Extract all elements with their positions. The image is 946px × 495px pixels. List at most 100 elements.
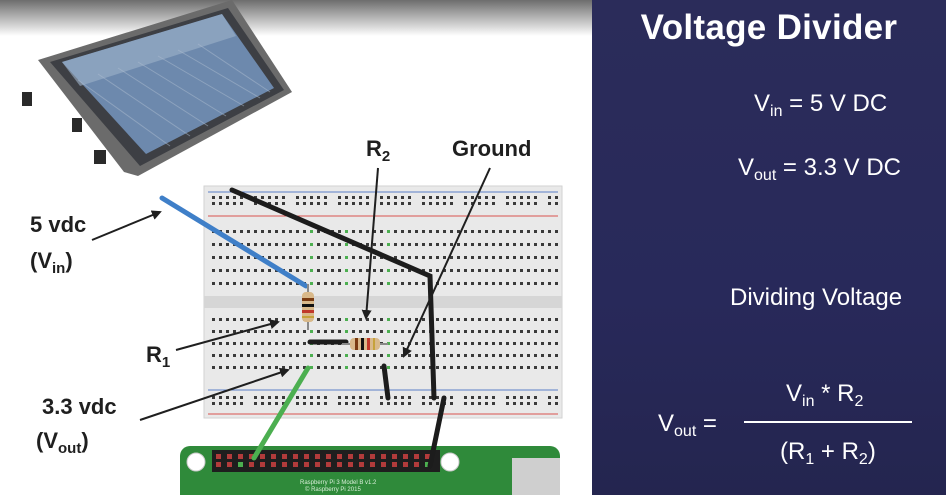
breadboard-hole [401, 243, 404, 246]
breadboard-hole [506, 342, 509, 345]
breadboard-hole [478, 330, 481, 333]
breadboard-hole [478, 318, 481, 321]
breadboard-hole [527, 354, 530, 357]
breadboard-hole [415, 366, 418, 369]
breadboard-hole [240, 402, 243, 405]
breadboard-hole [436, 269, 439, 272]
breadboard-hole [324, 366, 327, 369]
breadboard-hole [303, 330, 306, 333]
breadboard-hole [394, 318, 397, 321]
breadboard-hole [485, 342, 488, 345]
breadboard-hole [422, 366, 425, 369]
breadboard-hole [233, 396, 236, 399]
breadboard-hole [450, 256, 453, 259]
breadboard-hole [296, 230, 299, 233]
breadboard-hole [240, 342, 243, 345]
breadboard-hole [541, 282, 544, 285]
breadboard-hole [331, 354, 334, 357]
breadboard-hole [506, 256, 509, 259]
breadboard-hole [485, 366, 488, 369]
breadboard-hole [408, 269, 411, 272]
breadboard-hole [408, 354, 411, 357]
breadboard-hole [520, 402, 523, 405]
breadboard-hole [303, 243, 306, 246]
breadboard-hole [226, 396, 229, 399]
breadboard-hole [499, 354, 502, 357]
gpio-pin [425, 454, 430, 459]
gpio-pin [348, 454, 353, 459]
breadboard-hole [268, 230, 271, 233]
breadboard-hole [317, 256, 320, 259]
breadboard-hole [359, 282, 362, 285]
gpio-pin [359, 454, 364, 459]
breadboard-hole [408, 330, 411, 333]
breadboard-hole [212, 342, 215, 345]
wire-ground-link [381, 363, 391, 401]
breadboard-hole [520, 366, 523, 369]
breadboard-hole [492, 402, 495, 405]
breadboard-hole [527, 318, 530, 321]
breadboard-hole [506, 330, 509, 333]
breadboard-hole [226, 318, 229, 321]
breadboard-hole [240, 202, 243, 205]
gpio-pin [271, 462, 276, 467]
breadboard-hole [548, 318, 551, 321]
breadboard-hole [506, 354, 509, 357]
breadboard-hole [310, 256, 313, 259]
breadboard-hole [212, 396, 215, 399]
breadboard-hole [240, 366, 243, 369]
breadboard-hole [541, 330, 544, 333]
breadboard-hole [352, 202, 355, 205]
breadboard-hole [324, 243, 327, 246]
breadboard-hole [331, 318, 334, 321]
gpio-pin [271, 454, 276, 459]
breadboard-hole [485, 330, 488, 333]
pi-copyright-text: © Raspberry Pi 2015 [305, 486, 361, 493]
breadboard-hole [331, 330, 334, 333]
breadboard-hole [352, 396, 355, 399]
breadboard-hole [548, 366, 551, 369]
breadboard-hole [513, 366, 516, 369]
breadboard-hole [548, 196, 551, 199]
breadboard-hole [520, 396, 523, 399]
breadboard-hole [478, 354, 481, 357]
gpio-pin [304, 462, 309, 467]
formula-denominator: (R1 + R2) [780, 438, 876, 468]
breadboard-hole [436, 342, 439, 345]
solar-panel [22, 0, 292, 176]
breadboard-hole [268, 269, 271, 272]
breadboard-hole [233, 330, 236, 333]
breadboard-hole [401, 402, 404, 405]
breadboard-hole [373, 269, 376, 272]
breadboard-hole [338, 318, 341, 321]
breadboard-hole [471, 366, 474, 369]
breadboard-hole [212, 354, 215, 357]
breadboard-hole [443, 330, 446, 333]
breadboard-hole [513, 202, 516, 205]
breadboard-hole [233, 342, 236, 345]
breadboard-hole [219, 318, 222, 321]
breadboard-hole [429, 396, 432, 399]
breadboard-hole [541, 243, 544, 246]
breadboard-hole [527, 243, 530, 246]
breadboard-hole [324, 202, 327, 205]
breadboard-hole [303, 354, 306, 357]
gpio-pin [216, 454, 221, 459]
breadboard-hole [387, 402, 390, 405]
breadboard-hole [268, 396, 271, 399]
breadboard-hole [303, 366, 306, 369]
breadboard-hole [247, 282, 250, 285]
breadboard-hole [534, 282, 537, 285]
breadboard-hole [555, 366, 558, 369]
breadboard-hole [338, 330, 341, 333]
breadboard-hole [275, 256, 278, 259]
breadboard-hole [464, 196, 467, 199]
breadboard-hole [331, 243, 334, 246]
breadboard-hole [310, 269, 313, 272]
breadboard-hole [492, 342, 495, 345]
breadboard-hole [436, 366, 439, 369]
breadboard-hole [520, 202, 523, 205]
breadboard-hole [478, 196, 481, 199]
breadboard-hole [422, 354, 425, 357]
label-3v3dc: 3.3 vdc [42, 394, 117, 419]
